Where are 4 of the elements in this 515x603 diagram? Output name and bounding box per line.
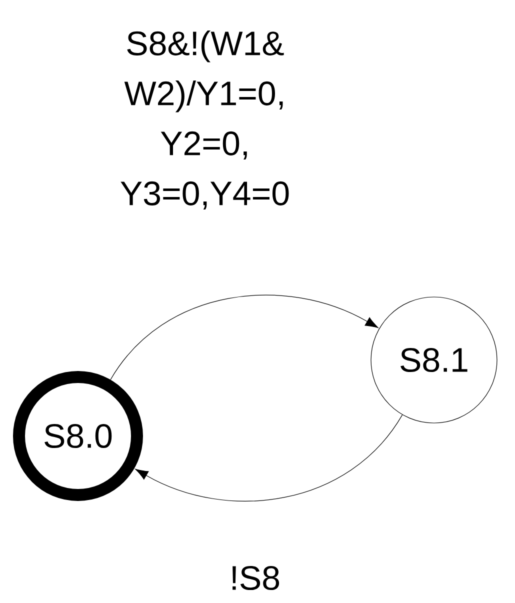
edge-label: !S8 bbox=[232, 566, 280, 590]
arrow bbox=[135, 414, 403, 502]
arrow bbox=[110, 295, 378, 380]
edge-label: S8&!(W1& W2)/Y1=0, Y2=0, Y3=0,Y4=0 bbox=[120, 30, 289, 210]
